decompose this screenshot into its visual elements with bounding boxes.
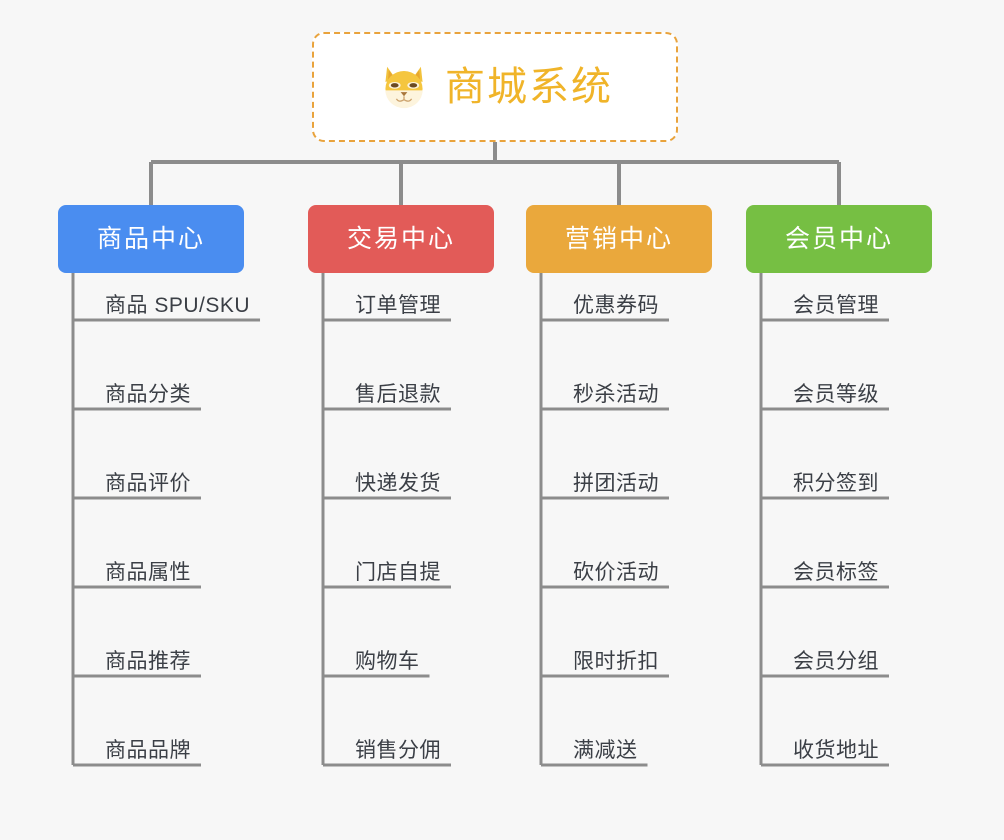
leaf-label: 快递发货 (355, 472, 441, 495)
leaf-item[interactable]: 商品 SPU/SKU (73, 294, 260, 320)
leaf-label: 秒杀活动 (573, 383, 659, 406)
category-label: 会员中心 (784, 224, 893, 253)
category-box-2[interactable]: 交易中心 (308, 205, 494, 273)
leaf-item[interactable]: 会员标签 (761, 561, 889, 587)
leaf-label: 销售分佣 (355, 739, 441, 762)
category-box-1[interactable]: 商品中心 (58, 205, 244, 273)
leaf-item[interactable]: 限时折扣 (541, 650, 669, 676)
leaf-item[interactable]: 门店自提 (323, 561, 451, 587)
leaf-item[interactable]: 销售分佣 (323, 739, 451, 765)
leaf-label: 会员等级 (793, 383, 879, 406)
leaf-label: 收货地址 (793, 739, 879, 762)
leaf-item[interactable]: 商品推荐 (73, 650, 201, 676)
leaf-item[interactable]: 满减送 (541, 739, 648, 765)
leaf-label: 商品推荐 (105, 650, 191, 673)
leaf-label: 订单管理 (355, 294, 441, 317)
category-box-3[interactable]: 营销中心 (526, 205, 712, 273)
category-label: 商品中心 (96, 224, 205, 253)
leaf-label: 拼团活动 (573, 472, 659, 495)
root-title: 商城系统 (445, 65, 613, 109)
leaf-item[interactable]: 商品品牌 (73, 739, 201, 765)
leaf-label: 商品品牌 (105, 739, 191, 762)
leaf-item[interactable]: 售后退款 (323, 383, 451, 409)
leaf-item[interactable]: 商品评价 (73, 472, 201, 498)
leaf-label: 门店自提 (355, 561, 441, 584)
leaf-label: 商品分类 (105, 383, 191, 406)
category-box-4[interactable]: 会员中心 (746, 205, 932, 273)
leaf-label: 满减送 (573, 739, 638, 762)
leaf-item[interactable]: 收货地址 (761, 739, 889, 765)
leaf-label: 会员分组 (793, 650, 879, 673)
leaf-label: 售后退款 (355, 383, 441, 406)
leaf-item[interactable]: 订单管理 (323, 294, 451, 320)
leaf-item[interactable]: 优惠券码 (541, 294, 669, 320)
leaf-item[interactable]: 拼团活动 (541, 472, 669, 498)
leaf-item[interactable]: 会员等级 (761, 383, 889, 409)
leaf-label: 会员标签 (793, 561, 879, 584)
shiba-dog-emoji (377, 60, 431, 114)
leaf-label: 商品属性 (105, 561, 191, 584)
category-label: 交易中心 (346, 224, 455, 253)
category-label: 营销中心 (564, 224, 673, 253)
leaf-item[interactable]: 会员分组 (761, 650, 889, 676)
leaf-item[interactable]: 会员管理 (761, 294, 889, 320)
leaf-label: 积分签到 (793, 472, 879, 495)
root-node[interactable]: 商城系统 (312, 32, 678, 142)
leaf-label: 购物车 (355, 650, 420, 673)
leaf-item[interactable]: 商品属性 (73, 561, 201, 587)
leaf-label: 商品评价 (105, 472, 191, 495)
leaf-item[interactable]: 商品分类 (73, 383, 201, 409)
leaf-item[interactable]: 秒杀活动 (541, 383, 669, 409)
leaf-label: 砍价活动 (573, 561, 659, 584)
leaf-label: 会员管理 (793, 294, 879, 317)
leaf-label: 商品 SPU/SKU (105, 294, 251, 317)
leaf-item[interactable]: 砍价活动 (541, 561, 669, 587)
leaf-item[interactable]: 积分签到 (761, 472, 889, 498)
leaf-label: 限时折扣 (573, 650, 659, 673)
leaf-label: 优惠券码 (573, 294, 659, 317)
leaf-item[interactable]: 快递发货 (323, 472, 451, 498)
leaf-item[interactable]: 购物车 (323, 650, 430, 676)
